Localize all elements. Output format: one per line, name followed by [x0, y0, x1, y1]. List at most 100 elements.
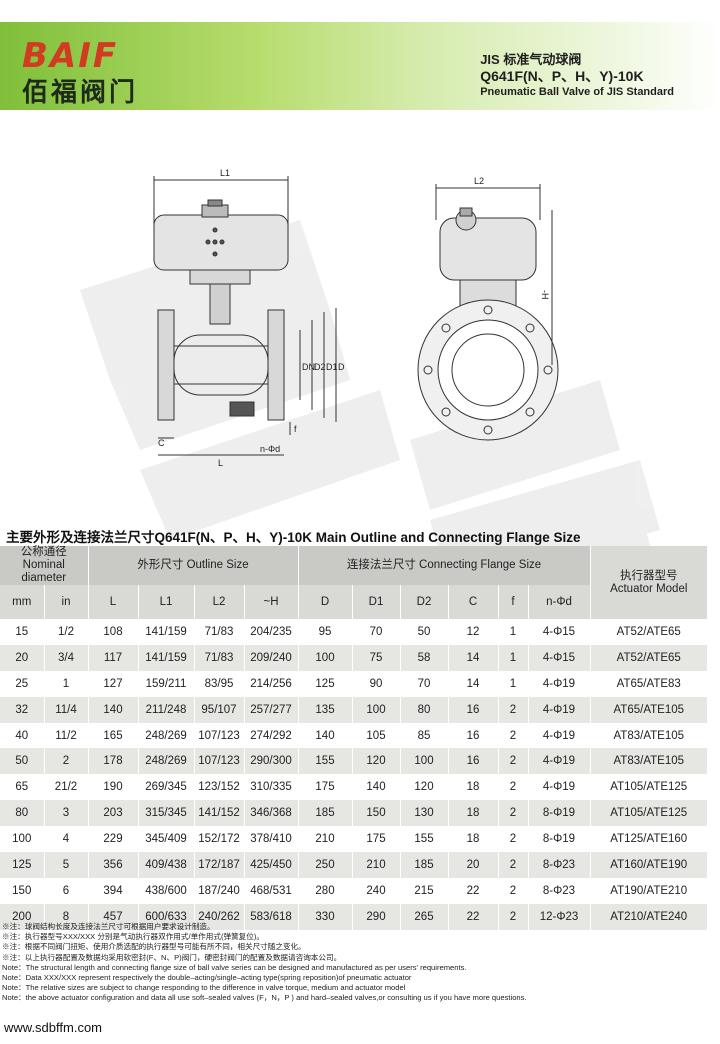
table-cell: 1 — [44, 670, 89, 697]
table-cell: 8 — [44, 903, 89, 930]
column-header: mm — [0, 585, 45, 619]
table-cell: 100 — [298, 644, 353, 671]
table-cell: 265 — [400, 903, 449, 930]
column-header: D1 — [352, 585, 401, 619]
table-cell: 83/95 — [194, 670, 245, 697]
table-cell: 120 — [352, 748, 401, 775]
table-cell: 2 — [498, 877, 529, 904]
table-cell: 22 — [448, 903, 499, 930]
label-D: D — [338, 362, 345, 372]
table-cell: 8-Φ19 — [528, 800, 591, 827]
table-cell: 330 — [298, 903, 353, 930]
side-view — [417, 184, 559, 441]
table-cell: 175 — [298, 774, 353, 801]
page-header: BAIF 佰福阀门 JIS 标准气动球阀 Q641F(N、P、H、Y)-10K … — [0, 22, 720, 110]
table-cell: 140 — [88, 696, 139, 723]
table-cell: 250 — [298, 852, 353, 878]
note-line: Note：The structural length and connectin… — [2, 962, 467, 972]
table-cell: 310/335 — [244, 774, 299, 801]
label-f: f — [294, 424, 297, 434]
table-cell: 345/409 — [138, 826, 195, 853]
table-cell: 15 — [0, 619, 45, 645]
valve-drawing: L1 L C f n-Φd DN D2 D1 D L2 -H — [153, 168, 559, 468]
table-cell: 120 — [400, 774, 449, 801]
table-cell: 152/172 — [194, 826, 245, 853]
table-cell: 117 — [88, 644, 139, 671]
table-cell: 2 — [44, 748, 89, 775]
note-line: ※注：执行器型号XXX/XXX 分别是气动执行器双作用式/单作用式(弹簧复位)。 — [2, 932, 264, 942]
column-header: in — [44, 585, 89, 619]
title-cn: JIS 标准气动球阀 — [480, 52, 582, 67]
table-cell: 80 — [400, 696, 449, 723]
note-line: ※注：根据不同阀门扭矩、使用介质选配的执行器型号可能有所不同，相关尺寸随之变化。 — [2, 942, 306, 952]
table-cell: 315/345 — [138, 800, 195, 827]
table-cell: 4-Φ15 — [528, 619, 591, 645]
table-cell: 172/187 — [194, 852, 245, 878]
table-cell: 18 — [448, 800, 499, 827]
table-cell: 438/600 — [138, 877, 195, 904]
table-cell: 125 — [0, 852, 45, 878]
table-cell: 3 — [44, 800, 89, 827]
table-cell: 5 — [44, 852, 89, 878]
table-cell: 211/248 — [138, 696, 195, 723]
label-L1: L1 — [220, 168, 230, 178]
flange-header: 连接法兰尺寸 Connecting Flange Size — [298, 546, 591, 585]
table-cell: 141/159 — [138, 644, 195, 671]
table-cell: 8-Φ19 — [528, 826, 591, 853]
table-cell: 257/277 — [244, 696, 299, 723]
table-cell: 248/269 — [138, 722, 195, 749]
column-header: D2 — [400, 585, 449, 619]
table-cell: 229 — [88, 826, 139, 853]
table-cell: 71/83 — [194, 619, 245, 645]
table-cell: 65 — [0, 774, 45, 801]
table-cell: 159/211 — [138, 670, 195, 697]
table-cell: 394 — [88, 877, 139, 904]
table-cell: 140 — [352, 774, 401, 801]
table-cell: 4-Φ19 — [528, 696, 591, 723]
label-DN: DN — [302, 362, 315, 372]
table-cell: 4-Φ19 — [528, 774, 591, 801]
table-cell: 4-Φ19 — [528, 670, 591, 697]
header-title-block: JIS 标准气动球阀 Q641F(N、P、H、Y)-10K Pneumatic … — [480, 52, 674, 100]
table-cell: 2 — [498, 774, 529, 801]
table-cell: 140 — [298, 722, 353, 749]
column-header: ~H — [244, 585, 299, 619]
table-cell: 12 — [448, 619, 499, 645]
table-cell: 25 — [0, 670, 45, 697]
actuator-cell: AT65/ATE105 — [590, 696, 708, 723]
table-cell: 155 — [298, 748, 353, 775]
table-cell: 14 — [448, 644, 499, 671]
table-cell: 90 — [352, 670, 401, 697]
table-cell: 185 — [298, 800, 353, 827]
column-header: n-Φd — [528, 585, 591, 619]
table-cell: 22 — [448, 877, 499, 904]
brand-logo: BAIF — [22, 36, 119, 76]
table-cell: 50 — [400, 619, 449, 645]
actuator-cell: AT83/ATE105 — [590, 748, 708, 775]
table-cell: 2 — [498, 903, 529, 930]
table-cell: 1 — [498, 644, 529, 671]
table-cell: 290 — [352, 903, 401, 930]
table-cell: 1 — [498, 619, 529, 645]
table-cell: 20 — [448, 852, 499, 878]
table-cell: 16 — [448, 722, 499, 749]
table-cell: 2 — [498, 696, 529, 723]
table-cell: 58 — [400, 644, 449, 671]
table-cell: 3/4 — [44, 644, 89, 671]
table-cell: 80 — [0, 800, 45, 827]
table-cell: 40 — [0, 722, 45, 749]
actuator-cell: AT65/ATE83 — [590, 670, 708, 697]
table-cell: 135 — [298, 696, 353, 723]
table-cell: 378/410 — [244, 826, 299, 853]
table-cell: 187/240 — [194, 877, 245, 904]
table-cell: 280 — [298, 877, 353, 904]
column-header: f — [498, 585, 529, 619]
table-cell: 155 — [400, 826, 449, 853]
table-cell: 70 — [352, 619, 401, 645]
column-header: L1 — [138, 585, 195, 619]
